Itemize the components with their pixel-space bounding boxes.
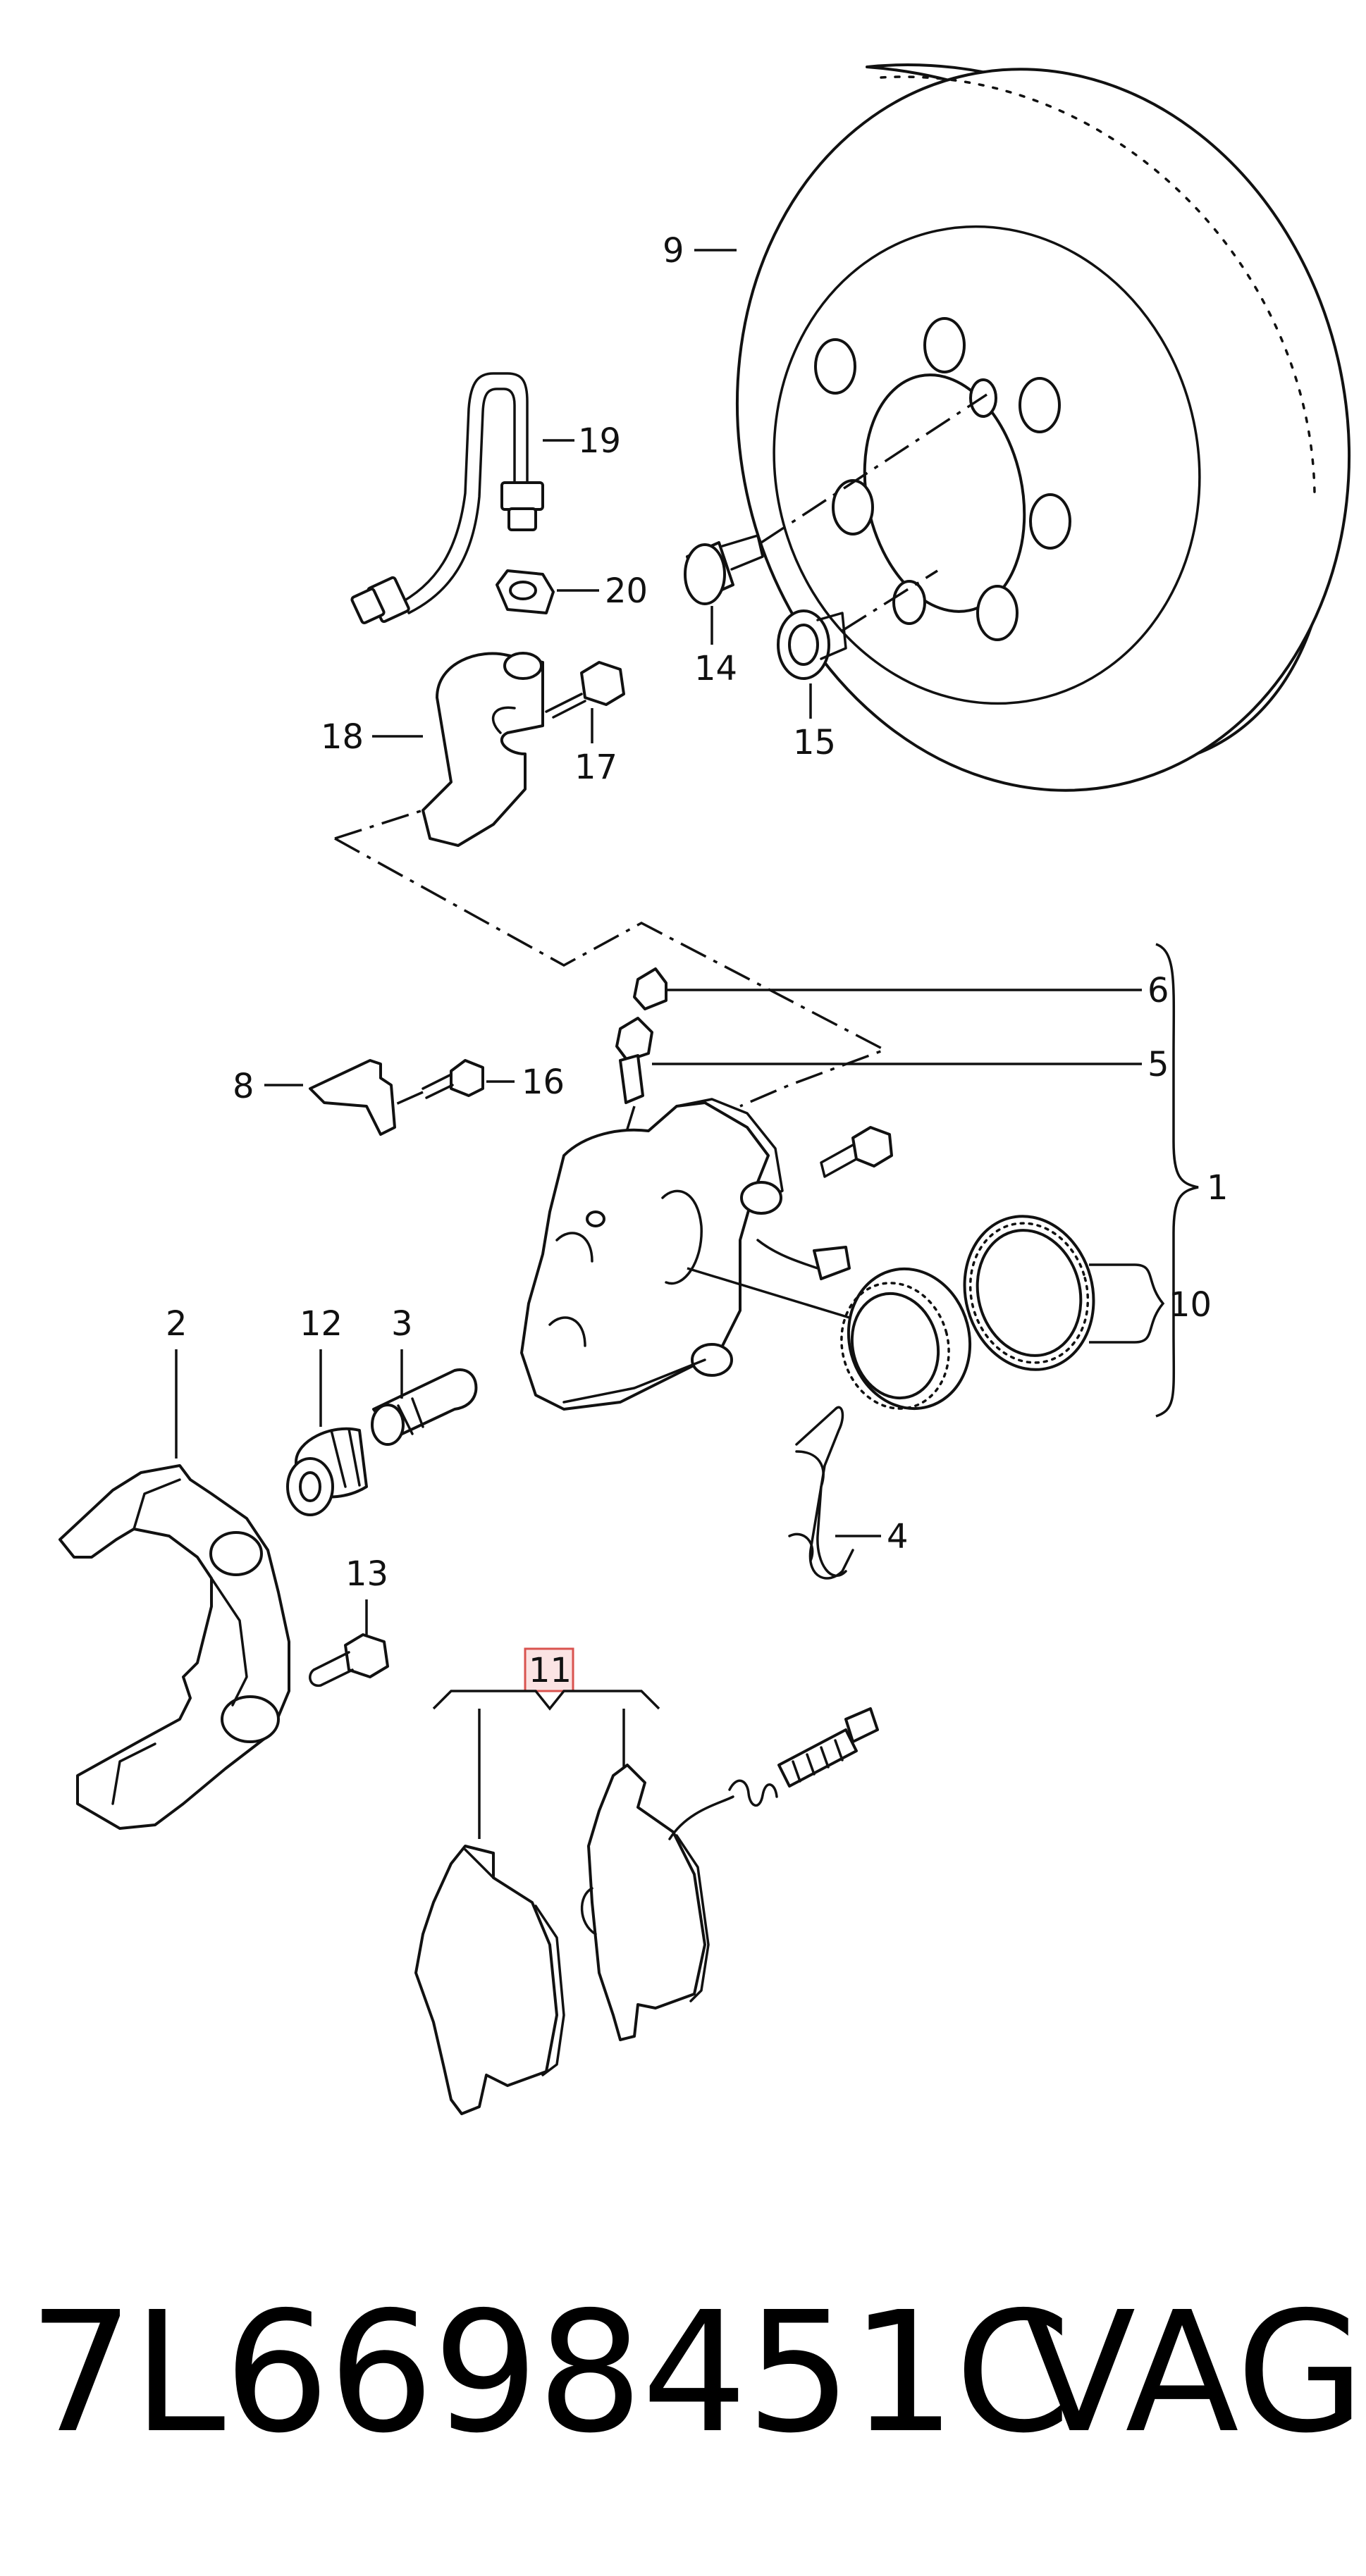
hose-bracket <box>422 652 544 847</box>
bleed-valve-cap <box>633 967 667 1010</box>
callout-18: 18 <box>321 717 364 757</box>
brake-disc <box>735 63 1351 792</box>
piston-seal <box>840 1215 1095 1411</box>
callout-10: 10 <box>1169 1285 1212 1325</box>
callout-19: 19 <box>578 421 621 461</box>
brake-hose <box>350 372 544 624</box>
callout-12: 12 <box>300 1304 343 1344</box>
callout-15: 15 <box>793 723 836 762</box>
wire-bracket <box>309 1059 396 1136</box>
caliper-bolt <box>820 1126 893 1178</box>
callout-13: 13 <box>345 1554 388 1594</box>
guide-pin <box>371 1368 478 1446</box>
callout-11: 11 <box>529 1651 572 1690</box>
bracket-bolt <box>545 661 625 719</box>
brake-caliper <box>520 1098 851 1411</box>
callout-3: 3 <box>391 1304 413 1344</box>
wear-sensor <box>668 1707 879 1840</box>
callout-6: 6 <box>1147 971 1169 1010</box>
bleed-valve <box>615 1017 653 1104</box>
retaining-spring <box>788 1406 854 1580</box>
carrier-bolt <box>309 1633 389 1687</box>
callout-5: 5 <box>1147 1045 1169 1084</box>
callout-2: 2 <box>166 1304 187 1344</box>
callout-16: 16 <box>522 1063 565 1102</box>
callout-4: 4 <box>887 1517 909 1556</box>
brake-pad-outer <box>580 1764 710 2041</box>
disc-screw-15 <box>777 609 847 680</box>
disc-screw-14 <box>684 534 764 605</box>
caliper-carrier <box>59 1464 290 1830</box>
pad-set-callout: 11 <box>432 1647 660 1839</box>
callout-1: 1 <box>1207 1168 1229 1208</box>
guide-sleeve <box>286 1427 368 1516</box>
callout-8: 8 <box>233 1067 254 1106</box>
callout-9: 9 <box>663 231 684 271</box>
callout-14: 14 <box>694 649 737 688</box>
bracket-bolt-16 <box>422 1059 484 1099</box>
callout-17: 17 <box>574 748 617 787</box>
brake-pad-inner <box>414 1845 565 2115</box>
callout-20: 20 <box>605 571 648 611</box>
hose-clip <box>496 569 555 614</box>
part-number: 7L6698451C <box>28 2276 1071 2470</box>
brand-name: VAG <box>1022 2276 1365 2470</box>
